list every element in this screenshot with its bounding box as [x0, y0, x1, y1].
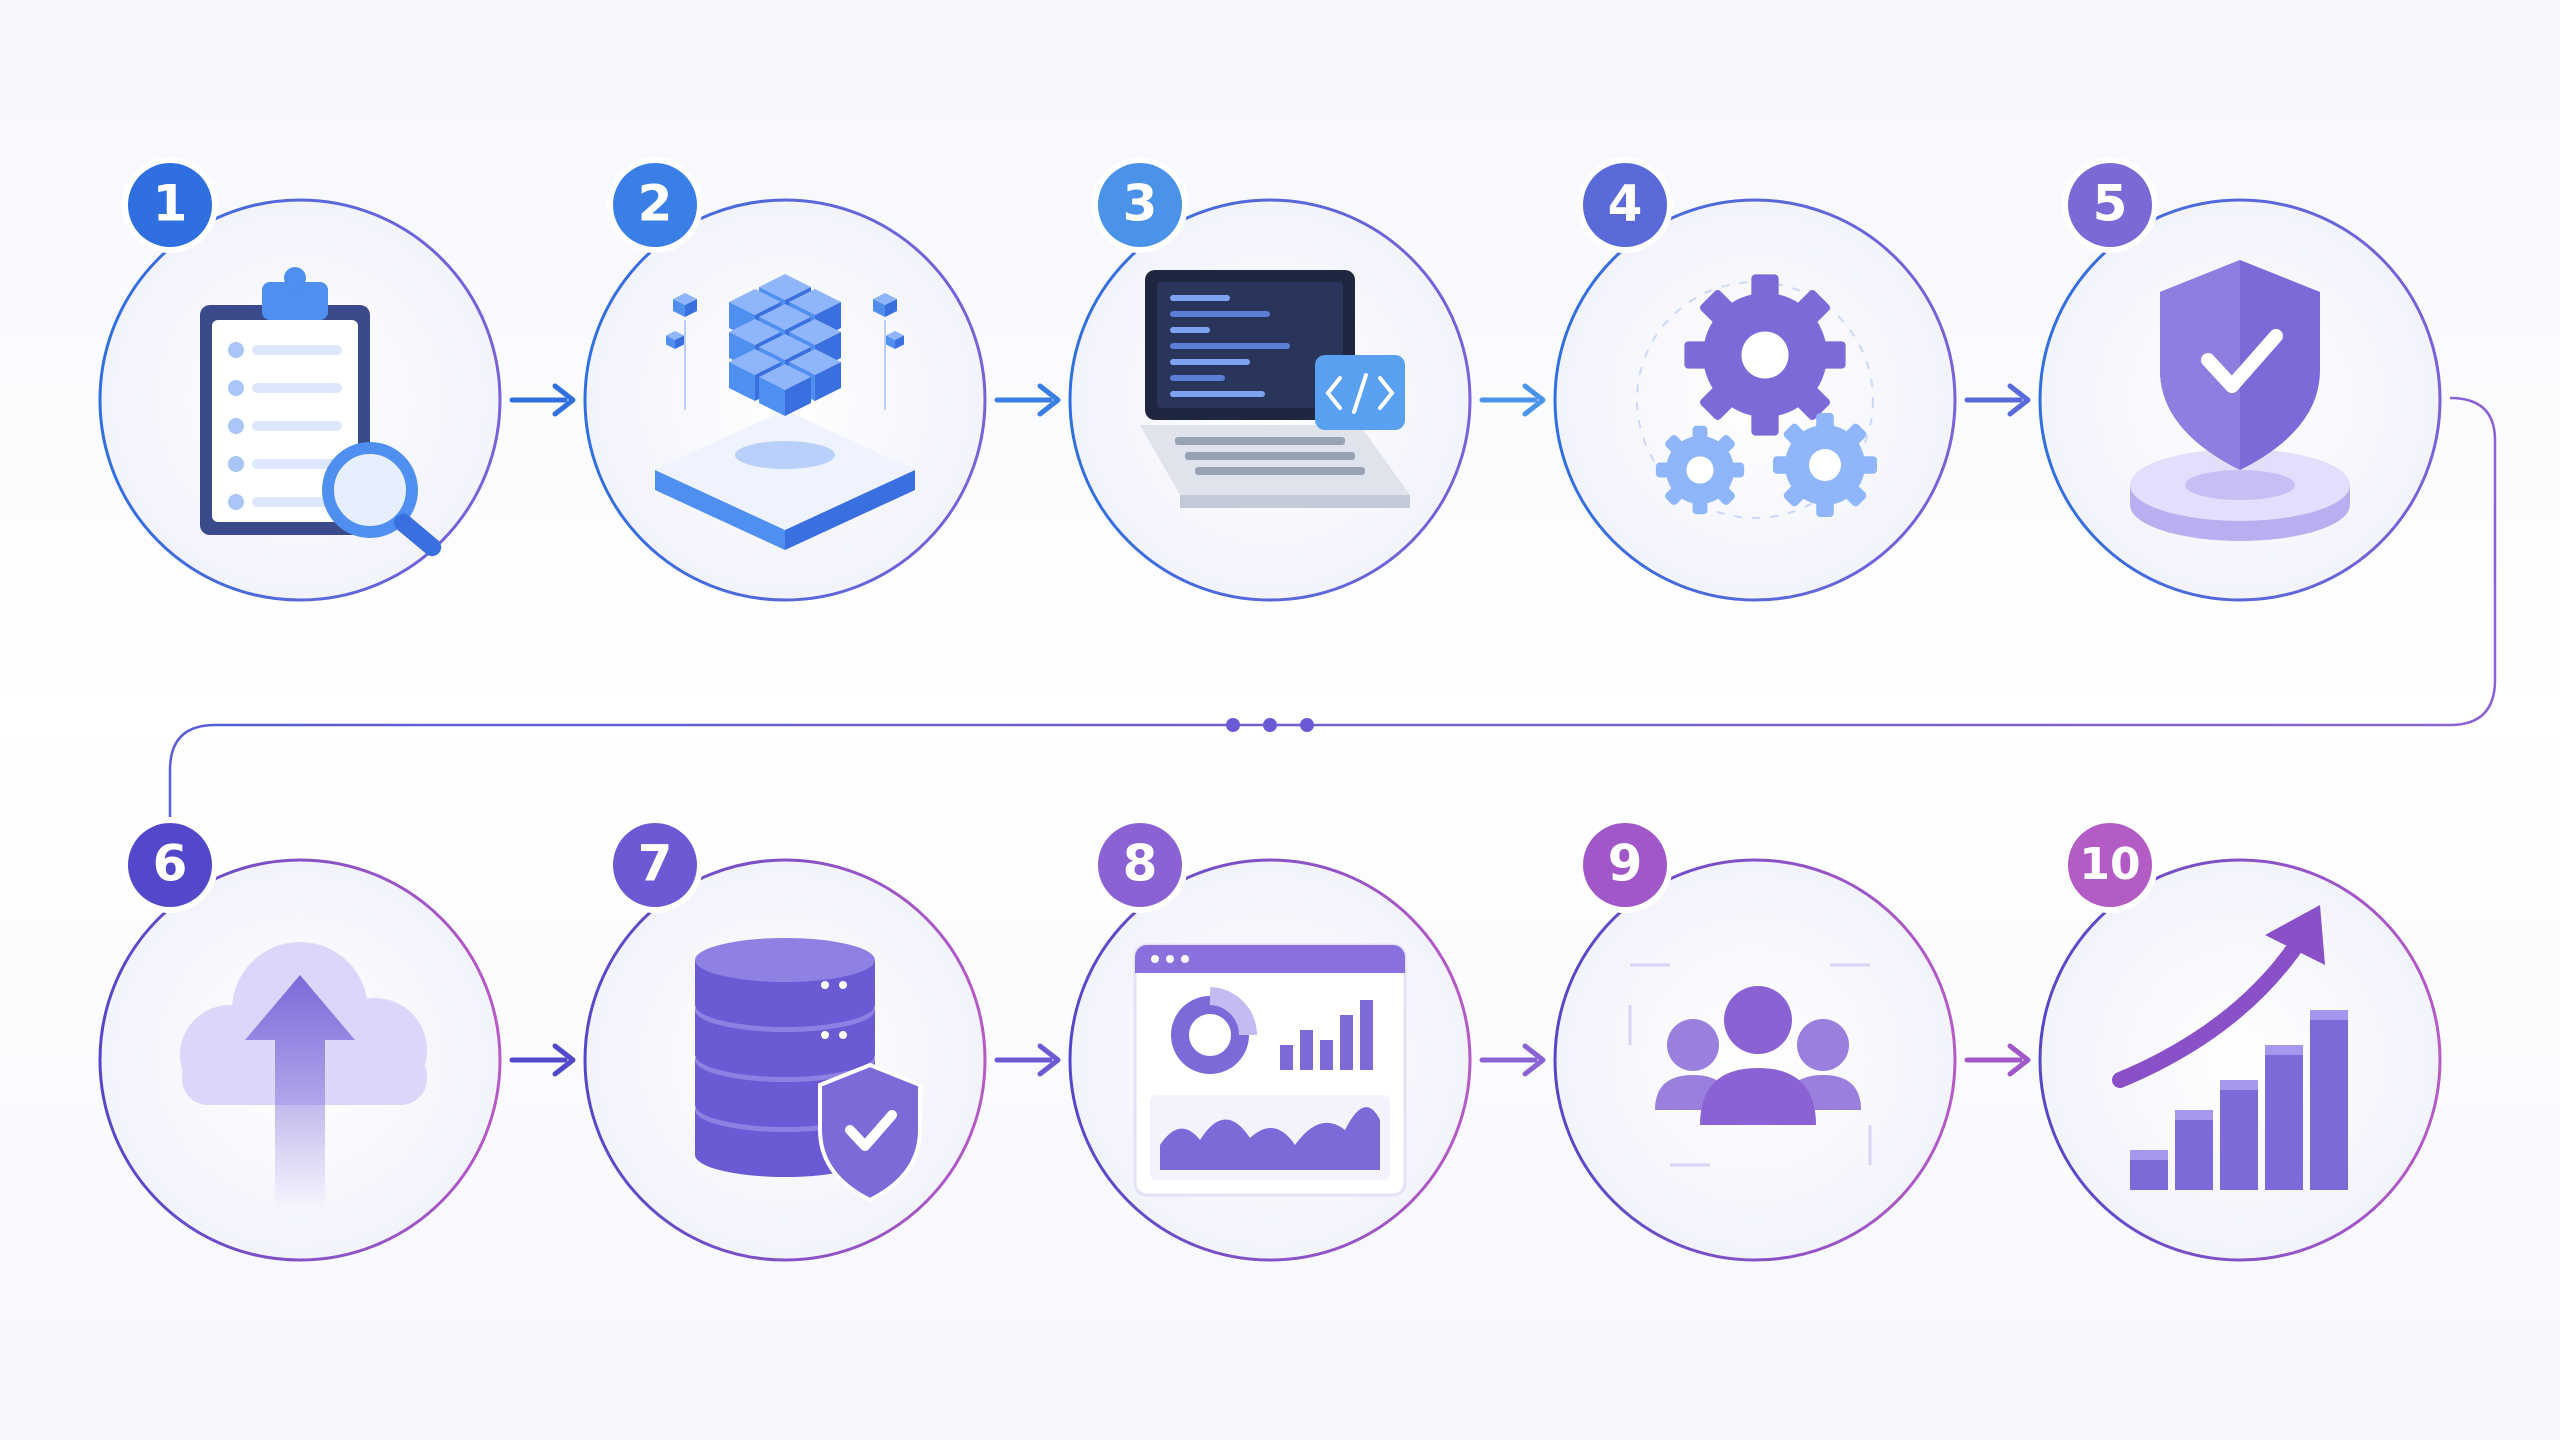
step-5: 5 [2038, 157, 2442, 602]
database-shield-icon [695, 938, 922, 1203]
step-number-badge [128, 823, 212, 907]
flow-arrow-icon [1964, 383, 2031, 417]
step-1: 1 [98, 157, 576, 602]
gears-icon [1636, 274, 1877, 519]
step-8: 8 [1068, 817, 1546, 1262]
row-connector-line [168, 396, 2497, 860]
step-number: 9 [1608, 835, 1643, 893]
step-number-badge [613, 823, 697, 907]
step-number: 3 [1123, 175, 1158, 233]
step-number: 5 [2093, 175, 2128, 233]
step-circle [1553, 858, 1957, 1262]
flow-arrow-icon [994, 1043, 1061, 1077]
step-2: 2 [583, 157, 1061, 602]
step-number-badge [128, 163, 212, 247]
clipboard-magnifier-icon [200, 267, 442, 557]
step-6: 6 [98, 817, 576, 1262]
flow-arrow-icon [509, 383, 576, 417]
flow-arrow-icon [994, 383, 1061, 417]
flow-arrow-icon [509, 1043, 576, 1077]
laptop-code-icon [1140, 270, 1410, 508]
step-number: 6 [153, 835, 188, 893]
step-number-badge [1583, 823, 1667, 907]
step-number-badge [1098, 823, 1182, 907]
step-number: 10 [2079, 839, 2140, 890]
step-7: 7 [583, 817, 1061, 1262]
step-number: 2 [638, 175, 673, 233]
step-number-badge [1583, 163, 1667, 247]
step-number: 8 [1123, 835, 1158, 893]
step-number-badge [2068, 823, 2152, 907]
flow-arrow-icon [1479, 383, 1546, 417]
cubes-platform-icon [655, 274, 915, 550]
step-number: 1 [153, 175, 188, 233]
flow-arrow-icon [1479, 1043, 1546, 1077]
step-number-badge [2068, 163, 2152, 247]
step-number: 7 [638, 835, 673, 893]
dashboard-analytics-icon [1133, 943, 1407, 1197]
step-number: 4 [1608, 175, 1643, 233]
step-10: 10 [2038, 817, 2442, 1262]
step-9: 9 [1553, 817, 2031, 1262]
shield-check-icon [2130, 260, 2350, 541]
step-number-badge [1098, 163, 1182, 247]
flow-arrow-icon [1964, 1043, 2031, 1077]
step-number-badge [613, 163, 697, 247]
step-3: 3 [1068, 157, 1546, 602]
step-4: 4 [1553, 157, 2031, 602]
cloud-upload-icon [180, 942, 427, 1210]
connector-dots [1226, 718, 1314, 732]
growth-chart-icon [2112, 905, 2348, 1190]
step-circle [2038, 858, 2442, 1262]
team-users-icon [1628, 963, 1872, 1167]
